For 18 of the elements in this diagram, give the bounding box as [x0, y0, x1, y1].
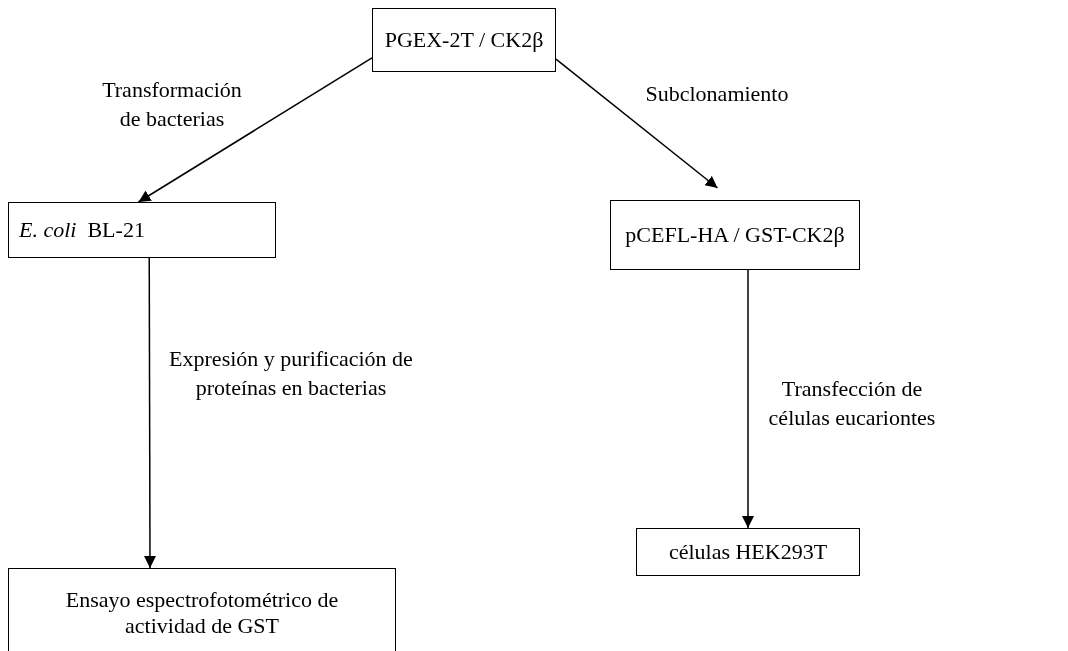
process-box	[636, 528, 860, 576]
edge-label: Transformación de bacterias	[101, 76, 243, 133]
node-text: células HEK293T	[668, 538, 828, 566]
node-text: pCEFL-HA / GST-CK2β	[625, 221, 845, 249]
node-text: Ensayo espectrofotométrico de actividad de GST	[64, 586, 340, 640]
edge-label: Expresión y purificación de proteínas en bacterias	[168, 345, 414, 402]
node-text: E. coli BL-21	[19, 216, 145, 244]
arrow	[742, 269, 754, 529]
arrow	[144, 257, 156, 569]
process-box	[610, 200, 860, 270]
arrow	[555, 58, 719, 189]
arrow	[137, 57, 373, 203]
edge-label: Transfección de células eucariontes	[767, 375, 937, 432]
node-text: PGEX-2T / CK2β	[384, 26, 544, 54]
edge-label: Subclonamiento	[644, 80, 790, 108]
process-box	[372, 8, 556, 72]
process-box	[8, 568, 396, 651]
process-box	[8, 202, 276, 258]
